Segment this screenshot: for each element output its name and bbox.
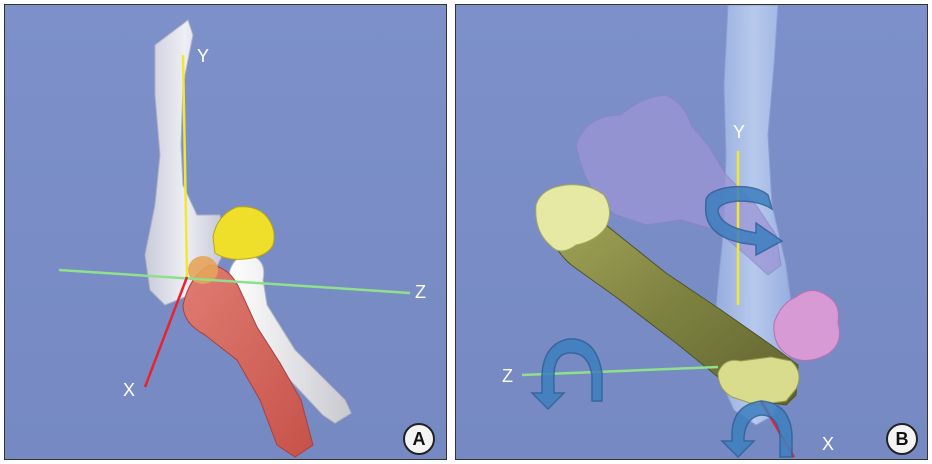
panel-a-scene <box>5 5 447 460</box>
panel-b-badge: B <box>886 423 918 455</box>
axis-y-label: Y <box>197 47 209 65</box>
panel-a: Y Z X A <box>4 4 447 460</box>
panel-b-background <box>456 5 928 460</box>
panel-b-scene <box>456 5 928 460</box>
axis-z-label: Z <box>502 367 513 385</box>
axis-x-label: X <box>123 381 135 399</box>
axis-z-label: Z <box>415 283 426 301</box>
panel-a-badge: A <box>403 423 435 455</box>
axis-y-label: Y <box>733 123 745 141</box>
axis-x-label: X <box>822 435 834 453</box>
panel-b: Y Z X B <box>455 4 928 460</box>
